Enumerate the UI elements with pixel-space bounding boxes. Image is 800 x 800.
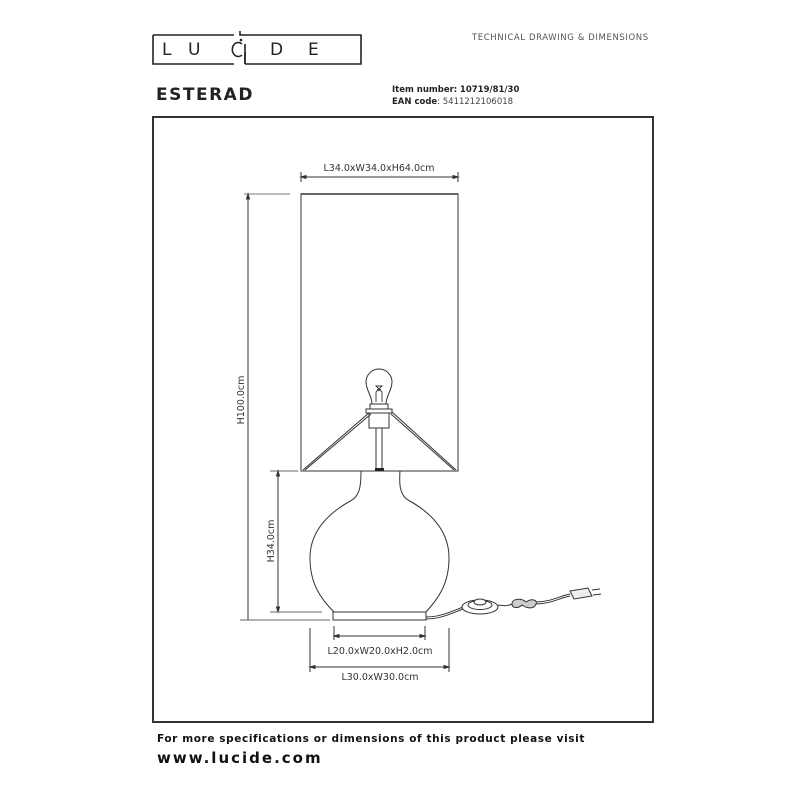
ean-row: EAN code: 5411212106018 [392, 97, 514, 107]
product-name: ESTERAD [156, 85, 254, 105]
ean-value: 5411212106018 [442, 97, 514, 107]
cable-coil [511, 598, 537, 609]
euro-plug [569, 587, 593, 600]
harp-left [302, 411, 371, 471]
item-number-row: Item number: 10719/81/30 [392, 84, 519, 96]
cable-segment-2 [535, 593, 571, 603]
website-link[interactable]: www.lucide.com [157, 749, 323, 767]
ean-label: EAN code [392, 97, 438, 107]
logo-letter-l: L [162, 40, 172, 60]
base-height-label: H34.0cm [266, 520, 277, 563]
item-number-label: Item number: [392, 85, 458, 95]
base-plate [332, 611, 427, 621]
item-number-value: 10719/81/30 [459, 85, 520, 95]
lucide-logo: L U D E [152, 31, 362, 65]
document-type: TECHNICAL DRAWING & DIMENSIONS [472, 33, 649, 43]
svg-text:D: D [270, 40, 283, 60]
socket [368, 411, 390, 429]
lamp-shade [300, 193, 459, 472]
svg-text:E: E [308, 40, 319, 60]
base-plate-dimensions-label: L20.0xW20.0xH2.0cm [328, 646, 433, 657]
more-info-text: For more specifications or dimensions of… [157, 733, 585, 745]
drawing-frame [152, 116, 654, 723]
cable-segment-1 [425, 606, 464, 618]
product-meta: Item number: 10719/81/30 EAN code: 54112… [392, 84, 519, 108]
glass-body [309, 470, 450, 613]
shade-dimensions-label: L34.0xW34.0xH64.0cm [323, 163, 434, 174]
svg-text:U: U [188, 40, 200, 60]
bulb [365, 368, 393, 405]
total-height-label: H100.0cm [236, 376, 247, 425]
footprint-dimensions-label: L30.0xW30.0cm [341, 672, 418, 683]
harp-right [391, 411, 457, 471]
